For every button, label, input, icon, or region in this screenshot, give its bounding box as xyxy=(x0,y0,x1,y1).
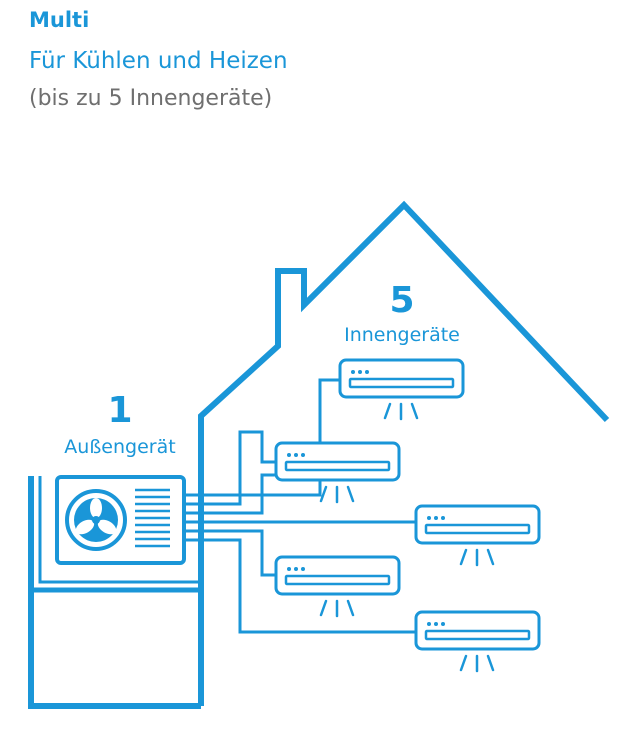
outdoor-unit-fan-icon xyxy=(55,475,186,565)
ground-line xyxy=(28,480,201,593)
refrigerant-pipes xyxy=(185,378,416,634)
indoor-unit-4-icon xyxy=(274,555,401,618)
indoor-unit-1-icon xyxy=(338,358,465,421)
wall-line xyxy=(38,476,201,584)
indoor-unit-3-icon xyxy=(414,504,541,567)
indoor-count: 5 xyxy=(389,280,415,321)
indoor-unit-5-icon xyxy=(414,610,541,673)
indoor-label: Innengeräte xyxy=(344,324,460,346)
page-caption: (bis zu 5 Innengeräte) xyxy=(29,86,273,111)
outdoor-label: Außengerät xyxy=(64,436,176,458)
indoor-unit-2-icon xyxy=(274,441,401,504)
page-title: Multi xyxy=(29,8,90,32)
page-subtitle: Für Kühlen und Heizen xyxy=(29,48,288,74)
outdoor-count: 1 xyxy=(107,390,133,431)
